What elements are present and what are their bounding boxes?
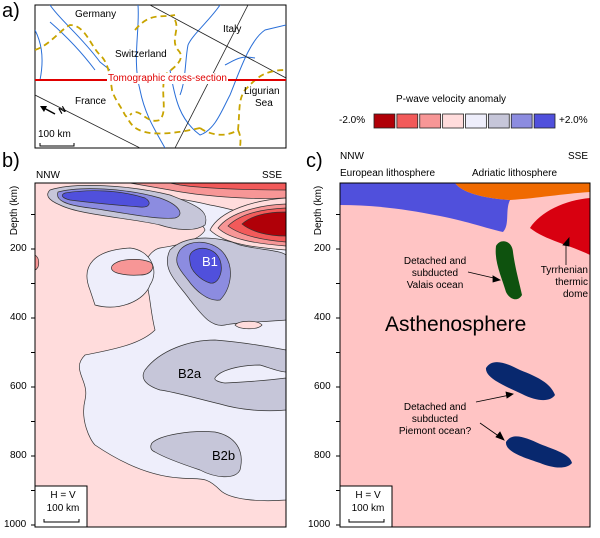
panel-b-tick-800: 800 [10, 450, 27, 461]
piemont-line-1: Detached and [403, 402, 467, 413]
panel-c-scale-bar [348, 519, 385, 523]
label-adriatic-lithosphere: Adriatic lithosphere [472, 168, 558, 179]
legend-bin-5 [487, 113, 510, 129]
piemont-slab-upper [485, 362, 555, 401]
panel-c-axis-label: Depth (km) [313, 185, 325, 236]
legend-bin-3 [442, 113, 464, 129]
label-ligurian: Ligurian [244, 86, 280, 97]
adriatic-lithosphere [455, 183, 590, 200]
tyrrhenian-line-2: thermic [555, 277, 588, 288]
panel-c-left-direction: NNW [340, 151, 364, 162]
north-label: N [56, 104, 68, 116]
tyrrhenian-line-1: Tyrrhenian [540, 265, 588, 276]
label-b2a: B2a [178, 366, 202, 381]
valais-line-2: subducted [411, 268, 459, 279]
panel-a-letter: a) [2, 0, 20, 22]
legend-bin-4 [465, 113, 487, 129]
legend-bin-1 [396, 113, 419, 129]
panel-c-tick-800: 800 [314, 450, 331, 461]
legend-title: P-wave velocity anomaly [396, 94, 507, 105]
label-asthenosphere: Asthenosphere [385, 313, 527, 336]
panel-c-tick-600: 600 [314, 381, 331, 392]
legend-bin-2 [419, 113, 442, 129]
panel-b-tick-200: 200 [10, 243, 27, 254]
panel-c-letter: c) [306, 150, 323, 172]
panel-c-tick-200: 200 [314, 243, 331, 254]
label-france: France [75, 96, 107, 107]
label-b2b: B2b [212, 448, 236, 463]
panel-b-tick-400: 400 [10, 312, 27, 323]
legend-bin-6 [510, 113, 533, 129]
panel-c-scale-label: 100 km [351, 503, 385, 514]
european-lithosphere [340, 183, 510, 232]
map-scale-bar [39, 143, 75, 147]
panel-b-tick-600: 600 [10, 381, 27, 392]
label-italy: Italy [223, 24, 242, 35]
panel-c-tick-1000: 1000 [308, 519, 331, 530]
piemont-line-2: subducted [411, 414, 459, 425]
label-section: Tomographic cross-section [107, 73, 228, 84]
label-piemont: Detached and subducted Piemont ocean? [390, 402, 480, 438]
north-arrow-icon [40, 106, 56, 115]
label-sea: Sea [255, 98, 273, 109]
panel-c-tick-400: 400 [314, 312, 331, 323]
label-european-lithosphere: European lithosphere [340, 168, 436, 179]
tyrrhenian-line-3: dome [562, 289, 588, 300]
tyrrhenian-dome [530, 198, 590, 255]
panel-b-left-direction: NNW [36, 170, 60, 181]
valais-slab [495, 241, 522, 300]
valais-line-1: Detached and [403, 256, 467, 267]
valais-line-3: Valais ocean [406, 280, 464, 291]
panel-b-axis-label: Depth (km) [9, 185, 21, 236]
panel-b-right-direction: SSE [262, 170, 283, 181]
legend-bin-0 [373, 113, 396, 129]
piemont-line-3: Piemont ocean? [398, 426, 472, 437]
legend-max-label: +2.0% [559, 115, 588, 126]
panel-c-scale-ratio: H = V [355, 490, 381, 501]
label-switzerland: Switzerland [115, 49, 167, 60]
label-germany: Germany [75, 9, 117, 20]
panel-b-tick-1000: 1000 [4, 519, 27, 530]
label-b1: B1 [202, 254, 218, 269]
piemont-slab-lower [505, 436, 572, 468]
label-tyrrhenian: Tyrrhenian thermic dome [530, 265, 588, 301]
label-valais: Detached and subducted Valais ocean [395, 256, 475, 292]
asthenosphere-region [340, 183, 590, 527]
panel-b-letter: b) [2, 150, 20, 172]
legend-bin-7 [533, 113, 556, 129]
legend-min-label: -2.0% [339, 115, 366, 126]
panel-b-scale-label: 100 km [46, 503, 80, 514]
panel-b-scale-bar [43, 519, 80, 523]
panel-c-right-direction: SSE [568, 151, 589, 162]
panel-b-scale-ratio: H = V [50, 490, 76, 501]
map-scale-label: 100 km [38, 129, 71, 140]
